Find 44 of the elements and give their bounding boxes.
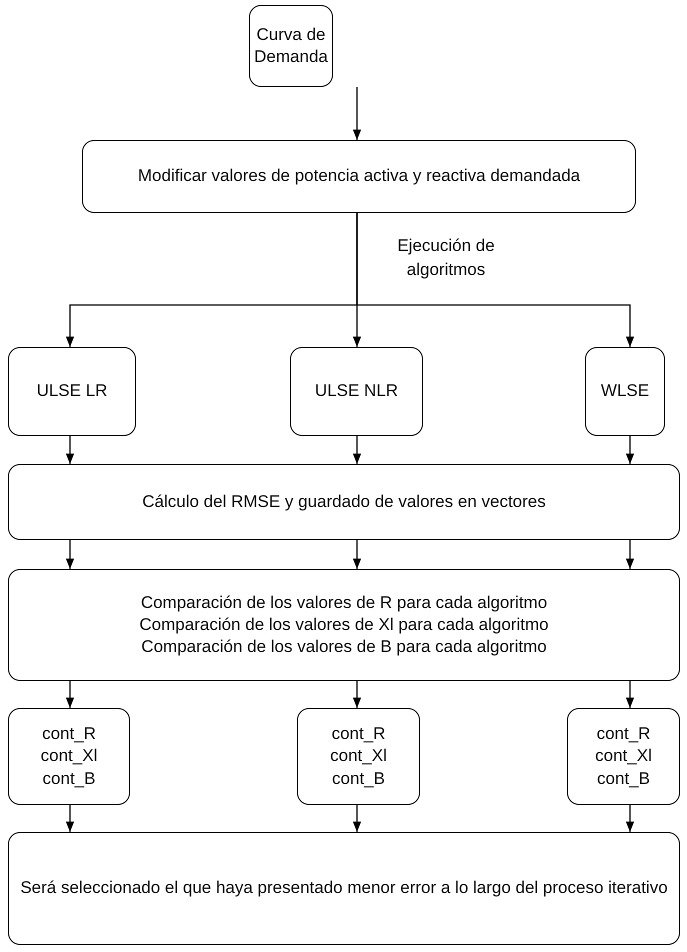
box-text: Comparación de los valores de Xl para cada algoritmo bbox=[139, 614, 549, 636]
box-text: Curva de Demanda bbox=[254, 24, 328, 68]
box-text: ULSE NLR bbox=[314, 380, 398, 402]
box-text: cont_Xl bbox=[330, 745, 387, 768]
arrow bbox=[626, 805, 634, 832]
process-box bbox=[567, 708, 680, 805]
box-text: Comparación de los valores de R para cada algoritmo bbox=[140, 592, 548, 614]
box-text: Cálculo del RMSE y guardado de valores en vectores bbox=[142, 490, 546, 513]
arrow bbox=[66, 805, 74, 832]
box-text: cont_B bbox=[332, 768, 385, 790]
arrow bbox=[626, 681, 634, 708]
arrow bbox=[626, 436, 634, 464]
box-text: WLSE bbox=[600, 380, 650, 402]
process-box bbox=[8, 569, 680, 681]
process-box bbox=[8, 832, 680, 945]
box-text: cont_Xl bbox=[595, 745, 652, 768]
process-box bbox=[8, 708, 130, 805]
box-text: cont_Xl bbox=[40, 745, 98, 768]
process-box bbox=[249, 5, 333, 87]
box-text: Comparación de los valores de B para cada algoritmo bbox=[141, 636, 547, 658]
arrow bbox=[352, 540, 362, 569]
box-text: ULSE LR bbox=[36, 380, 108, 402]
process-box bbox=[290, 347, 423, 436]
box-text: cont_R bbox=[332, 723, 386, 746]
box-text: cont_B bbox=[42, 768, 96, 790]
box-text: cont_R bbox=[596, 723, 650, 746]
arrow bbox=[352, 87, 362, 140]
box-text: cont_R bbox=[42, 723, 96, 746]
process-box bbox=[8, 464, 680, 540]
process-box bbox=[297, 708, 420, 805]
arrow bbox=[356, 213, 634, 347]
arrow bbox=[66, 540, 74, 569]
process-box bbox=[8, 347, 136, 436]
arrow bbox=[66, 436, 74, 464]
box-text: cont_B bbox=[597, 768, 650, 790]
arrow bbox=[352, 436, 362, 464]
process-box bbox=[585, 347, 665, 436]
box-text: Será seleccionado el que haya presentado menor error a lo largo del proceso iterativo bbox=[20, 877, 668, 900]
arrow bbox=[352, 805, 362, 832]
arrow bbox=[352, 681, 362, 708]
arrow bbox=[626, 540, 634, 569]
arrow bbox=[66, 681, 74, 708]
process-box bbox=[82, 140, 636, 213]
box-text: Modificar valores de potencia activa y reactiva demandada bbox=[138, 165, 580, 188]
